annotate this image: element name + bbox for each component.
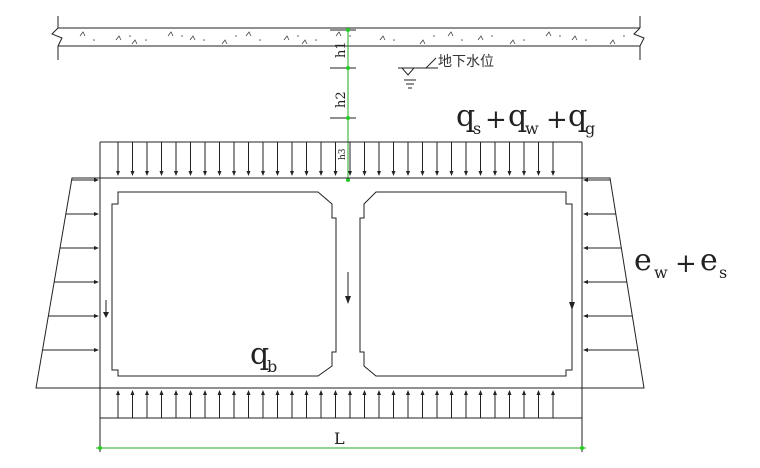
svg-text:w: w	[654, 263, 668, 282]
groundwater-label: 地下水位	[438, 54, 494, 70]
svg-text:b: b	[267, 357, 277, 376]
left-cell	[111, 191, 337, 377]
ground-strip	[51, 16, 645, 60]
h1-label: h1	[334, 41, 349, 58]
svg-text:+: +	[675, 249, 697, 279]
top-distributed-load	[99, 141, 583, 178]
bottom-reaction-load	[99, 388, 583, 419]
svg-text:s: s	[719, 263, 727, 282]
svg-text:s: s	[473, 119, 481, 138]
groundwater-level-symbol	[398, 57, 438, 89]
svg-text:e: e	[634, 243, 652, 278]
svg-text:g: g	[585, 119, 595, 138]
box-culvert	[99, 177, 583, 389]
svg-text:+: +	[546, 105, 568, 135]
bottom-load-label: q b	[250, 337, 277, 376]
span-label: L	[334, 429, 345, 448]
right-lateral-load	[582, 177, 645, 389]
svg-text:q: q	[508, 99, 527, 134]
svg-text:q: q	[456, 99, 475, 134]
svg-text:e: e	[700, 243, 718, 278]
right-cell	[359, 191, 573, 377]
h2-label: h2	[334, 91, 349, 108]
dim-point	[346, 116, 350, 120]
svg-text:q: q	[568, 99, 587, 134]
span-dimension	[96, 418, 586, 452]
dim-point	[346, 178, 350, 182]
h3-label: h3	[338, 148, 348, 160]
top-load-label: q s + q w + q g	[456, 99, 595, 138]
dim-point	[346, 66, 350, 70]
dim-point	[346, 28, 350, 32]
ground-hatch	[79, 31, 625, 45]
left-lateral-load	[35, 177, 100, 389]
svg-text:+: +	[485, 105, 507, 135]
svg-text:q: q	[250, 337, 269, 372]
svg-text:w: w	[525, 119, 539, 138]
side-load-label: e w + e s	[634, 243, 727, 282]
